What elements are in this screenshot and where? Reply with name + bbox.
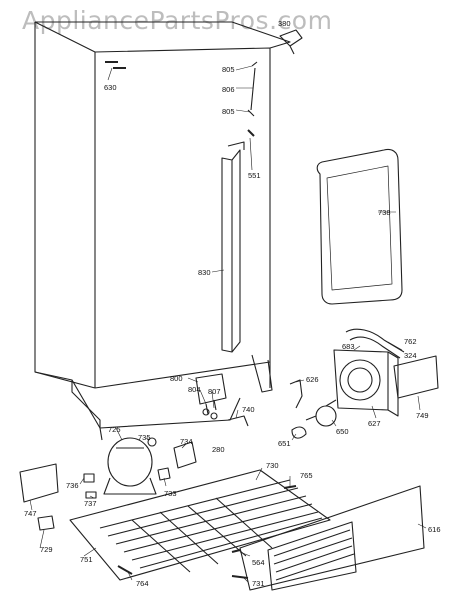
label-734: 734 xyxy=(180,437,193,446)
label-626: 626 xyxy=(306,375,319,384)
label-630: 630 xyxy=(104,83,117,92)
label-280: 280 xyxy=(212,445,225,454)
part-733 xyxy=(157,467,171,481)
label-805-bottom: 805 xyxy=(222,107,235,116)
part-564 xyxy=(231,549,241,553)
label-738: 738 xyxy=(378,208,391,217)
part-736 xyxy=(83,473,95,483)
divider-strips xyxy=(221,141,245,353)
label-725: 725 xyxy=(108,425,121,434)
label-747: 747 xyxy=(24,509,37,518)
panel-749 xyxy=(393,355,439,399)
cabinet xyxy=(34,21,291,441)
fan-shroud xyxy=(333,349,399,417)
part-551 xyxy=(247,129,255,137)
part-804 xyxy=(202,408,210,416)
part-807 xyxy=(210,412,218,420)
label-751: 751 xyxy=(80,555,93,564)
part-765 xyxy=(283,485,297,489)
leader-lines xyxy=(29,65,427,583)
label-736: 736 xyxy=(66,481,79,490)
label-762: 762 xyxy=(404,337,417,346)
part-735 xyxy=(147,437,157,447)
label-807: 807 xyxy=(208,387,221,396)
label-805-top: 805 xyxy=(222,65,235,74)
label-765: 765 xyxy=(300,471,313,480)
bracket-747 xyxy=(19,463,59,503)
grille-616 xyxy=(239,485,425,591)
label-740: 740 xyxy=(242,405,255,414)
part-737 xyxy=(85,491,97,499)
tube-806 xyxy=(247,61,258,117)
part-731 xyxy=(231,575,249,579)
label-380: 380 xyxy=(278,19,291,28)
label-830: 830 xyxy=(198,268,211,277)
label-730: 730 xyxy=(266,461,279,470)
label-733: 733 xyxy=(164,489,177,498)
label-551: 551 xyxy=(248,171,261,180)
label-731: 731 xyxy=(252,579,265,588)
valve-380 xyxy=(279,29,303,55)
label-616: 616 xyxy=(428,525,441,534)
label-764: 764 xyxy=(136,579,149,588)
label-806: 806 xyxy=(222,85,235,94)
label-650: 650 xyxy=(336,427,349,436)
compressor xyxy=(103,437,157,495)
label-729: 729 xyxy=(40,545,53,554)
condenser-base xyxy=(69,469,331,581)
label-804: 804 xyxy=(188,385,201,394)
switch-626 xyxy=(289,379,303,409)
fan-motor xyxy=(315,405,337,427)
label-749: 749 xyxy=(416,411,429,420)
label-324: 324 xyxy=(404,351,417,360)
tube-loop-738 xyxy=(316,148,403,305)
part-729 xyxy=(37,515,55,531)
part-764 xyxy=(117,565,133,575)
hose-762 xyxy=(345,328,405,359)
label-735: 735 xyxy=(138,433,151,442)
label-627: 627 xyxy=(368,419,381,428)
label-683: 683 xyxy=(342,342,355,351)
part-740 xyxy=(227,415,249,427)
label-800: 800 xyxy=(170,374,183,383)
part-labels: 630 380 805 806 805 551 738 830 762 683 … xyxy=(24,19,441,588)
fan-blade xyxy=(291,426,307,439)
watermark: AppliancePartsPros.com xyxy=(22,6,333,35)
label-564: 564 xyxy=(252,558,265,567)
label-651: 651 xyxy=(278,439,291,448)
label-737: 737 xyxy=(84,499,97,508)
